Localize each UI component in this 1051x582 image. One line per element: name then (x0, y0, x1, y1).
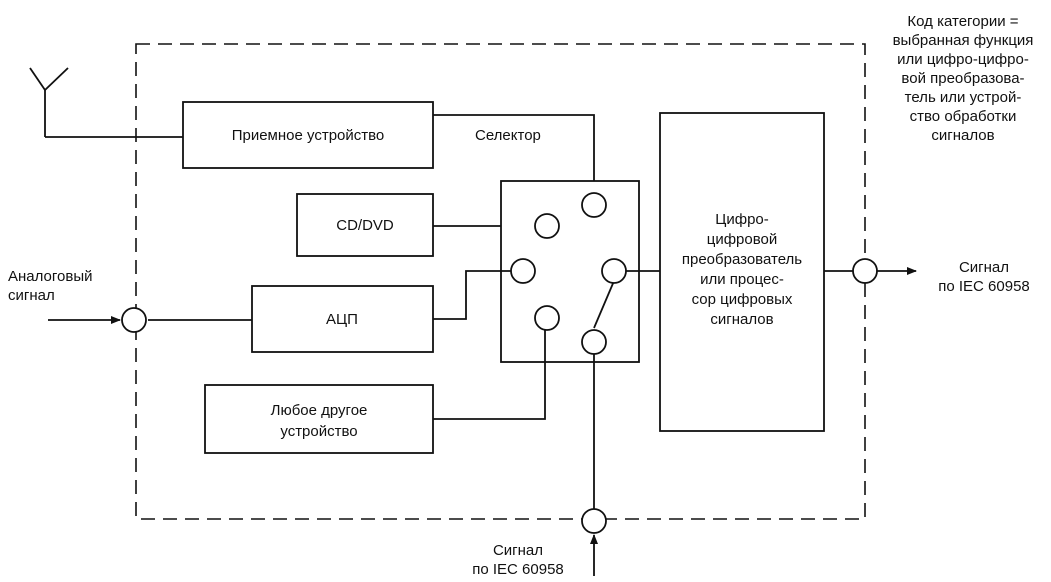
selector-contact-any-device (534, 305, 560, 331)
processor-label-line4: или процес- (700, 271, 784, 288)
selector-contact-receiver (581, 192, 607, 218)
receiver-box (182, 101, 434, 169)
processor-label-line6: сигналов (710, 311, 773, 328)
processor-label-line1: Цифро- (715, 211, 769, 228)
selector-contact-cd-dvd (534, 213, 560, 239)
any-device-label-line2: устройство (280, 423, 357, 440)
output-node (852, 258, 878, 284)
adc-link (433, 270, 511, 320)
analog-input-node (121, 307, 147, 333)
any-device-label-line1: Любое другое (271, 402, 368, 419)
output-signal-label-line2: по IEC 60958 (938, 278, 1030, 295)
analog-input-label-line1: Аналоговый (8, 268, 93, 285)
selector-switch-arm (593, 280, 615, 329)
input-signal-label-line1: Сигнал (493, 542, 543, 559)
system-boundary (135, 43, 866, 520)
iec-input-node (581, 508, 607, 534)
category-note-line2: выбранная функция (893, 32, 1034, 49)
category-note-line7: сигналов (931, 127, 994, 144)
processor-box (659, 112, 825, 432)
cd-dvd-label: CD/DVD (336, 217, 394, 234)
receiver-label: Приемное устройство (232, 127, 385, 144)
selector-contact-adc (510, 258, 536, 284)
category-note-line3: или цифро-цифро- (897, 51, 1029, 68)
category-note-line5: тель или устрой- (905, 89, 1022, 106)
input-signal-label-line2: по IEC 60958 (472, 561, 564, 578)
any-device-link (433, 330, 546, 420)
selector-contact-iec-input (581, 329, 607, 355)
processor-label-line5: сор цифровых (692, 291, 793, 308)
processor-label-line2: цифровой (707, 231, 778, 248)
category-note-line1: Код категории = (907, 13, 1018, 30)
adc-label: АЦП (326, 311, 358, 328)
adc-box (251, 285, 434, 353)
category-note-line6: ство обработки (910, 108, 1017, 125)
receiver-link (433, 114, 595, 193)
output-signal-label-line1: Сигнал (959, 259, 1009, 276)
analog-input-label-line2: сигнал (8, 287, 55, 304)
selector-label: Селектор (475, 127, 541, 144)
processor-label-line3: преобразователь (682, 251, 802, 268)
any-device-box (204, 384, 434, 454)
antenna-icon (29, 67, 183, 138)
selector-output-contact (601, 258, 627, 284)
category-note-line4: вой преобразова- (901, 70, 1024, 87)
cd-dvd-box (296, 193, 434, 257)
